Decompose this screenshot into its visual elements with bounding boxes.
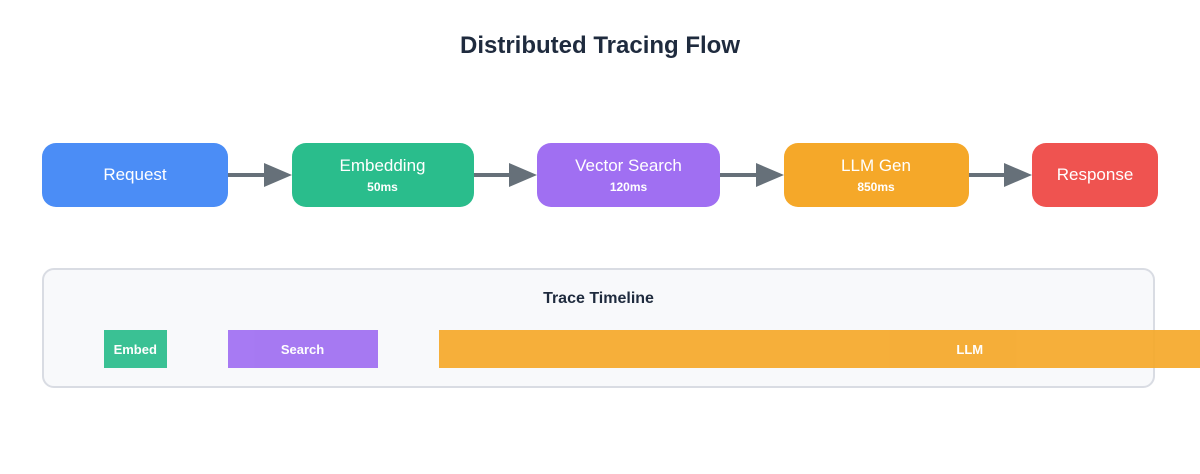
node-label: Request: [103, 165, 167, 184]
node-duration: 120ms: [609, 180, 648, 194]
flow-arrow: [720, 163, 784, 187]
arrow-right-icon: [509, 163, 537, 187]
arrow-line: [228, 173, 264, 177]
timeline-bars: Embed Search LLM: [104, 330, 1200, 368]
arrow-line: [968, 173, 1004, 177]
flow-diagram: Request Embedding 50ms Vector Search 120…: [42, 143, 1158, 207]
flow-node-request: Request: [42, 143, 228, 207]
node-label: Embedding: [339, 156, 426, 175]
timeline-bar-search: Search: [227, 330, 378, 368]
bar-label: LLM: [956, 341, 984, 357]
node-duration: 850ms: [857, 180, 895, 194]
flow-node-vector-search: Vector Search 120ms: [537, 143, 720, 207]
node-label: LLM Gen: [841, 156, 911, 175]
flow-node-llm-gen: LLM Gen 850ms: [783, 143, 969, 207]
node-label: Response: [1056, 165, 1134, 184]
flow-arrow: [228, 163, 292, 187]
arrow-line: [720, 173, 756, 177]
timeline-title: Trace Timeline: [543, 290, 654, 307]
flow-node-response: Response: [1032, 143, 1158, 207]
node-label: Vector Search: [575, 156, 682, 175]
arrow-right-icon: [263, 163, 292, 187]
bar-label: Embed: [113, 341, 157, 357]
bar-label: Search: [280, 341, 325, 357]
flow-node-embedding: Embedding 50ms: [291, 143, 474, 207]
arrow-line: [473, 173, 509, 177]
timeline-bar-llm: LLM: [438, 330, 1200, 368]
arrow-right-icon: [755, 163, 784, 187]
arrow-right-icon: [1004, 163, 1032, 187]
trace-timeline-panel: Trace Timeline Embed Search LLM: [42, 268, 1200, 388]
flow-arrow: [968, 163, 1032, 187]
page-title: Distributed Tracing Flow: [459, 32, 741, 59]
flow-arrow: [473, 163, 537, 187]
node-duration: 50ms: [367, 180, 398, 194]
timeline-bar-embed: Embed: [104, 330, 167, 368]
